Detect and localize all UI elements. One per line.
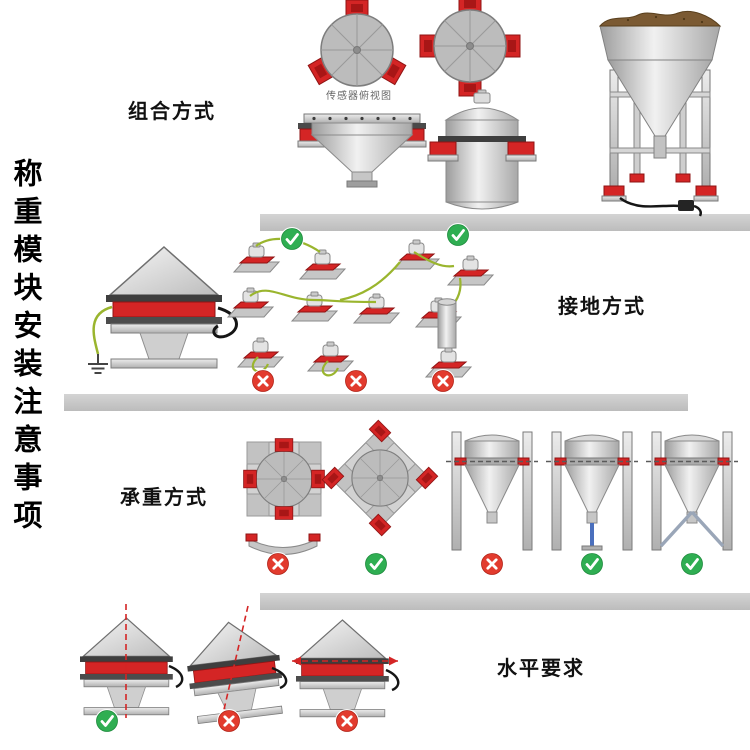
tilt-line (221, 605, 249, 719)
check-icon (278, 225, 306, 253)
hopper-with-stay-rod (545, 431, 639, 551)
section-label-leveling: 水平要求 (497, 658, 585, 680)
check-icon (362, 550, 390, 578)
ground-wire (339, 261, 401, 302)
load-diamond-top-view (321, 419, 439, 537)
bent-plate (245, 533, 321, 555)
weighing-module-large (105, 246, 223, 369)
cross-icon (215, 707, 243, 735)
ground-wire-loop (321, 360, 340, 377)
sensor-pad-icon (274, 438, 294, 452)
signal-cable (271, 666, 288, 690)
ground-wire-loop (251, 356, 270, 373)
module-tilted (181, 616, 288, 725)
cone-hopper-on-modules (297, 113, 427, 188)
signal-cable (619, 196, 681, 208)
ground-module (237, 337, 284, 368)
divider-band-1 (260, 214, 750, 231)
load-square-top-view (243, 438, 325, 520)
section-label-load-bearing: 承重方式 (120, 487, 208, 509)
check-icon (444, 221, 472, 249)
ground-module (291, 291, 338, 322)
divider-band-2 (64, 394, 688, 411)
ground-module (233, 242, 280, 273)
cross-icon (342, 367, 370, 395)
sensor-pad-icon (274, 506, 294, 520)
ground-module (299, 249, 346, 280)
storage-hopper-on-load-feet (598, 11, 722, 217)
signal-cable (385, 668, 400, 692)
hopper-unrestrained (445, 431, 539, 551)
sensor-top-view-3 (307, 0, 407, 87)
hopper-with-braces (645, 431, 739, 551)
divider-band-3 (260, 593, 750, 610)
check-icon (578, 550, 606, 578)
cross-icon (264, 550, 292, 578)
section-label-combination: 组合方式 (128, 101, 216, 123)
check-icon (678, 550, 706, 578)
check-icon (93, 707, 121, 735)
bulk-material (598, 11, 722, 27)
junction-box (678, 200, 694, 211)
cross-icon (333, 707, 361, 735)
cross-icon (249, 367, 277, 395)
sensor-top-view-4 (419, 0, 521, 97)
vertical-tank-on-modules (427, 89, 537, 210)
sensor-pad-icon (243, 469, 257, 489)
page-title: 称重模块安装注意事项 (9, 158, 41, 538)
section-label-grounding: 接地方式 (558, 296, 646, 318)
ground-module (227, 287, 274, 318)
ground-module (307, 341, 354, 372)
module-offset (295, 619, 390, 718)
standpipe-on-module (425, 298, 472, 378)
cross-icon (429, 367, 457, 395)
ground-wire (413, 251, 455, 268)
ground-module (447, 255, 494, 286)
ground-wire (92, 305, 113, 355)
sensor-topview-caption: 传感器俯视图 (326, 91, 392, 102)
signal-cable (168, 664, 184, 689)
cross-icon (478, 550, 506, 578)
earth-ground-icon (88, 354, 108, 374)
offset-arrow (292, 656, 398, 666)
ground-module (353, 293, 400, 324)
ground-wire (249, 289, 377, 304)
